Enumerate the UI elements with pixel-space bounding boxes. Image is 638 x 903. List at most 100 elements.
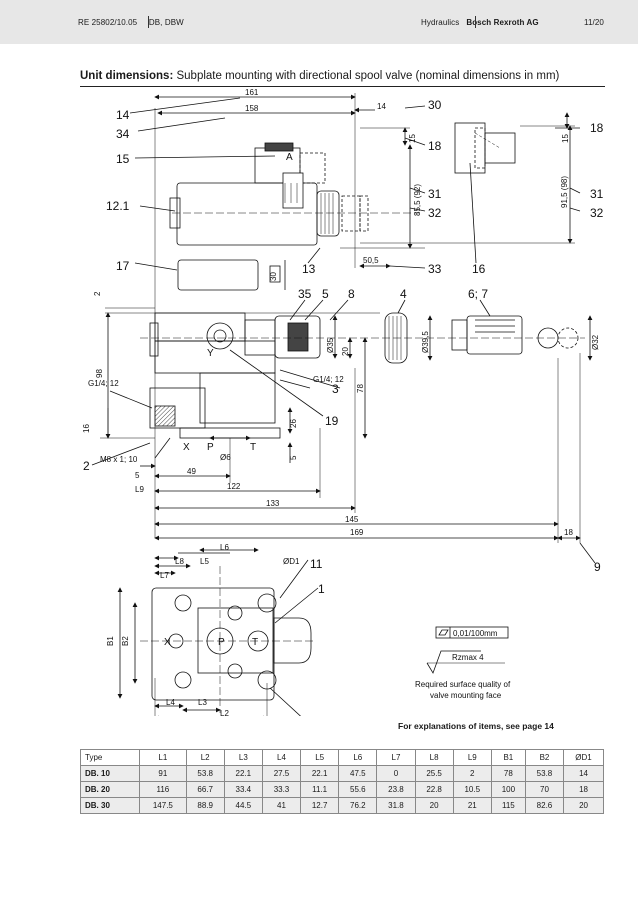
- port-a-label: A: [286, 152, 293, 163]
- item-2: 2: [83, 459, 90, 473]
- title-divider: [80, 86, 605, 87]
- thread-g14-left: G1/4; 12: [88, 379, 119, 388]
- item-18-a: 18: [428, 139, 442, 153]
- item-4: 4: [400, 287, 407, 301]
- table-cell: 53.8: [185, 765, 225, 782]
- table-header: L9: [452, 749, 492, 766]
- dim-18: 18: [564, 528, 573, 537]
- table-cell: 12.7: [300, 797, 340, 814]
- dim-169: 169: [350, 528, 364, 537]
- table-header-row: Type L1 L2 L3 L4 L5 L6 L7 L8 L9 B1 B2 ØD…: [79, 749, 604, 766]
- table-row: DB. 10 91 53.8 22.1 27.5 22.1 47.5 0 25.…: [79, 765, 604, 782]
- table-cell: 78: [490, 765, 526, 782]
- dim-85-5: 85,5 (92): [413, 184, 422, 216]
- table-cell: 41: [261, 797, 302, 814]
- table-header: L2: [185, 749, 225, 766]
- table-cell: 2: [452, 765, 492, 782]
- header-separator: [148, 16, 149, 28]
- table-cell: 147.5: [139, 797, 187, 814]
- table-cell: 22.8: [414, 781, 454, 798]
- dim-l9: L9: [135, 485, 144, 494]
- item-32-b: 32: [590, 206, 604, 220]
- table-cell: DB. 30: [79, 797, 141, 814]
- item-19: 19: [325, 414, 339, 428]
- table-cell: 31.8: [376, 797, 416, 814]
- dim-158: 158: [245, 104, 259, 113]
- item-32-a: 32: [428, 206, 442, 220]
- dimensions-table: Type L1 L2 L3 L4 L5 L6 L7 L8 L9 B1 B2 ØD…: [79, 749, 604, 814]
- item-1: 1: [318, 582, 325, 596]
- dim-78: 78: [356, 384, 365, 393]
- dim-l2: L2: [220, 709, 229, 716]
- dim-b1: B1: [106, 636, 115, 646]
- dim-15-a: 15: [408, 134, 417, 143]
- table-cell: 53.8: [524, 765, 565, 782]
- item-12-1: 12.1: [106, 199, 130, 213]
- dim-161: 161: [245, 88, 259, 97]
- dim-dia-6: Ø6: [220, 453, 231, 462]
- table-cell: 55.6: [338, 781, 378, 798]
- page-header: RE 25802/10.05 DB, DBW Hydraulics Bosch …: [0, 0, 638, 44]
- table-cell: 25.5: [414, 765, 454, 782]
- item-3: 3: [332, 382, 339, 396]
- table-header: L1: [139, 749, 187, 766]
- dim-98: 98: [95, 369, 104, 378]
- table-cell: DB. 20: [79, 781, 141, 798]
- dim-dia-35: Ø35: [326, 337, 335, 353]
- item-35: 35: [298, 287, 312, 301]
- table-cell: DB. 10: [79, 765, 141, 782]
- item-5: 5: [322, 287, 329, 301]
- table-cell: 23.8: [376, 781, 416, 798]
- dim-l3: L3: [198, 698, 207, 707]
- dim-26: 26: [289, 419, 298, 428]
- table-header: L5: [300, 749, 340, 766]
- table-header: B2: [524, 749, 565, 766]
- item-16: 16: [472, 262, 486, 276]
- dim-l4: L4: [166, 698, 175, 707]
- item-31-b: 31: [590, 187, 604, 201]
- item-18-b: 18: [590, 121, 604, 135]
- dim-145: 145: [345, 515, 359, 524]
- technical-drawing: 161 158 14 15 85,5 (92) 50,5 30 15 91,5 …: [82, 88, 604, 716]
- section-title: Unit dimensions: Subplate mounting with …: [80, 70, 560, 82]
- doc-reference: RE 25802/10.05 DB, DBW: [78, 18, 184, 27]
- dim-49: 49: [187, 467, 196, 476]
- item-15: 15: [116, 152, 130, 166]
- table-cell: 66.7: [185, 781, 225, 798]
- table-cell: 21: [452, 797, 492, 814]
- thread-g14-right: G1/4; 12: [313, 375, 344, 384]
- table-cell: 100: [490, 781, 526, 798]
- table-cell: 47.5: [338, 765, 378, 782]
- dim-15-b: 15: [561, 134, 570, 143]
- table-cell: 14: [563, 765, 604, 782]
- page-number: 11/20: [584, 18, 604, 27]
- item-31-a: 31: [428, 187, 442, 201]
- dim-50-5: 50,5: [363, 256, 379, 265]
- table-cell: 11.1: [300, 781, 340, 798]
- dim-133: 133: [266, 499, 280, 508]
- port-p-label: P: [207, 442, 214, 453]
- header-section: Hydraulics Bosch Rexroth AG: [421, 18, 539, 27]
- table-cell: 76.2: [338, 797, 378, 814]
- port-x-label: X: [183, 442, 190, 453]
- table-row: DB. 30 147.5 88.9 44.5 41 12.7 76.2 31.8…: [79, 797, 604, 814]
- table-header: L3: [223, 749, 263, 766]
- table-cell: 88.9: [185, 797, 225, 814]
- item-13: 13: [302, 262, 316, 276]
- table-cell: 33.3: [261, 781, 302, 798]
- table-cell: 116: [139, 781, 187, 798]
- table-cell: 18: [563, 781, 604, 798]
- dim-2: 2: [93, 291, 102, 296]
- table-cell: 27.5: [261, 765, 302, 782]
- item-8: 8: [348, 287, 355, 301]
- table-cell: 44.5: [223, 797, 263, 814]
- item-6-7: 6; 7: [468, 287, 488, 301]
- table-cell: 82.6: [524, 797, 565, 814]
- thread-m8: M8 x 1; 10: [100, 455, 138, 464]
- dim-l5: L5: [200, 557, 209, 566]
- table-header: Type: [79, 749, 141, 766]
- dim-l8: L8: [175, 557, 184, 566]
- item-30: 30: [428, 98, 442, 112]
- item-14: 14: [116, 108, 130, 122]
- dim-dia-32: Ø32: [591, 334, 600, 350]
